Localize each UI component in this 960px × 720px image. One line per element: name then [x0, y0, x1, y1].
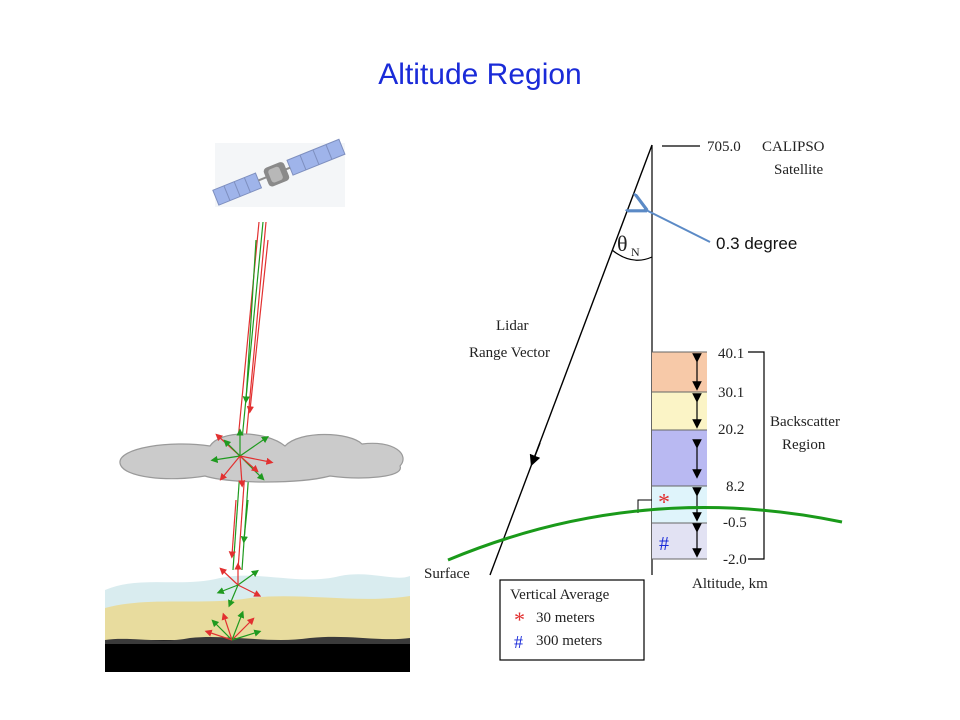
- angle-callout-text: 0.3 degree: [716, 234, 797, 253]
- angle-subscript: N: [631, 245, 640, 259]
- laser-beam: [228, 221, 269, 571]
- altitude-neg-0-5: -0.5: [723, 515, 747, 531]
- legend-item-300m: 300 meters: [536, 633, 602, 649]
- ground-layers: [105, 574, 410, 672]
- satellite-image: [212, 138, 346, 207]
- band-separators: [652, 351, 707, 560]
- band-30-20: [652, 392, 707, 430]
- region-label-line1: Backscatter: [770, 414, 840, 430]
- surface-scatter-burst: [204, 562, 262, 641]
- band-20-8: [652, 430, 707, 486]
- altitude-axis-label: Altitude, km: [692, 576, 768, 592]
- satellite-name-label: CALIPSO: [762, 139, 825, 155]
- lidar-illustration: [105, 138, 410, 672]
- earth-surface-curve: [447, 506, 843, 562]
- altitude-30-1: 30.1: [718, 385, 744, 401]
- lidar-range-vector: [489, 144, 653, 576]
- altitude-neg-2-0: -2.0: [723, 552, 747, 568]
- legend-hash-symbol: #: [514, 632, 523, 652]
- lidar-label-line1: Lidar: [496, 318, 528, 334]
- legend-title: Vertical Average: [510, 587, 610, 603]
- angle-arc: [611, 249, 653, 261]
- lidar-arrow-head: [529, 442, 541, 467]
- altitude-20-2: 20.2: [718, 422, 744, 438]
- region-label-line2: Region: [782, 437, 826, 453]
- legend-box: [499, 579, 645, 661]
- angle-theta-symbol: θ: [617, 231, 628, 256]
- legend-item-30m: 30 meters: [536, 610, 595, 626]
- offset-bracket: [637, 499, 652, 513]
- satellite-altitude-label: 705.0: [707, 139, 741, 155]
- altitude-8-2: 8.2: [726, 479, 745, 495]
- cloud-scatter-burst: [210, 428, 274, 488]
- slide-title: Altitude Region: [378, 58, 582, 91]
- lidar-label-line2: Range Vector: [469, 345, 550, 361]
- region-bracket: [748, 351, 765, 560]
- altitude-schematic: [447, 144, 843, 661]
- angle-callout-arrow: [644, 209, 711, 243]
- marker-hash-300m: #: [659, 533, 669, 555]
- marker-star-30m: *: [658, 490, 670, 516]
- surface-label: Surface: [424, 566, 470, 582]
- band-40-30: [652, 352, 707, 392]
- satellite-word-label: Satellite: [774, 162, 823, 178]
- legend-star-symbol: *: [514, 607, 525, 632]
- cloud-shape: [119, 433, 404, 483]
- altitude-40-1: 40.1: [718, 346, 744, 362]
